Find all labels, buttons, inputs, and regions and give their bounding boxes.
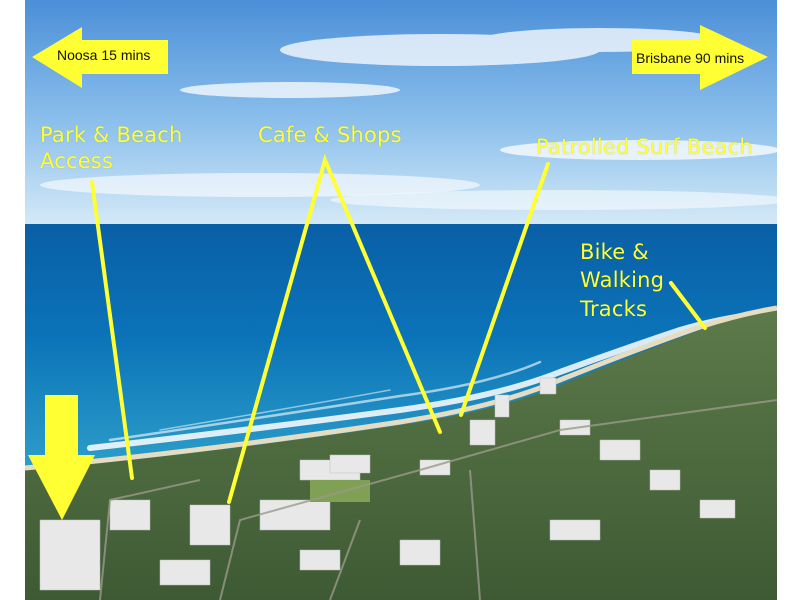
park-beach-line2: Access: [40, 149, 114, 174]
noosa-direction-label: Noosa 15 mins: [57, 47, 151, 63]
surf-beach-pointer: [459, 162, 550, 417]
bike-walking-tracks-label: Bike & Walking Tracks: [580, 238, 664, 323]
down-arrow: [28, 395, 95, 520]
left-direction-arrow: [32, 27, 168, 88]
right-border: [777, 0, 800, 600]
roads: [99, 399, 778, 600]
right-direction-arrow: [632, 25, 768, 90]
clouds: [40, 28, 790, 210]
bike-line3: Tracks: [580, 296, 648, 321]
park-beach-line1: Park & Beach: [40, 123, 183, 147]
town-buildings: [39, 377, 736, 591]
cafe-shops-label: Cafe & Shops: [258, 123, 402, 147]
bike-line1: Bike &: [580, 240, 649, 264]
beach-sand: [24, 305, 778, 471]
bike-line2: Walking: [580, 268, 665, 293]
bike-tracks-pointer: [669, 281, 707, 330]
cafe-shops-pointer: [227, 153, 442, 504]
brisbane-direction-label: Brisbane 90 mins: [636, 50, 745, 66]
patrolled-surf-beach-label: Patrolled Surf Beach: [536, 135, 753, 159]
park-beach-pointer: [90, 180, 134, 480]
pointer-lines: [90, 153, 707, 504]
park-beach-access-label: Park & Beach Access: [40, 122, 183, 175]
left-border: [0, 0, 25, 600]
